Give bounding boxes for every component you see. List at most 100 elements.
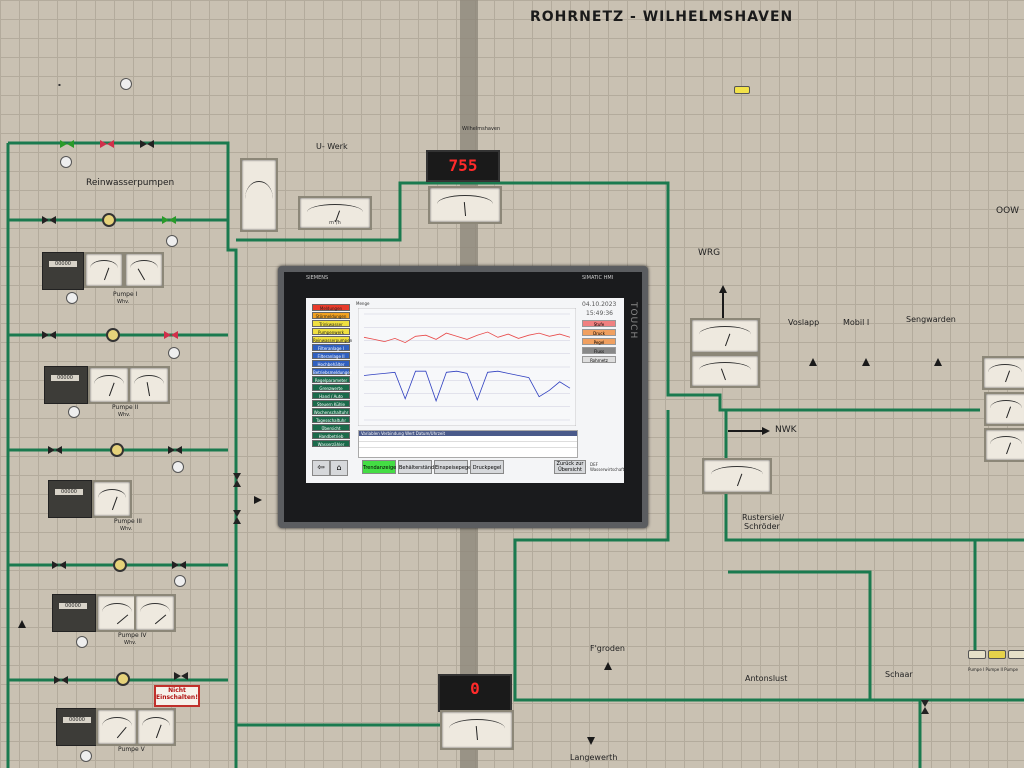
menu-item[interactable]: Übersicht <box>312 424 350 431</box>
label-antonslust: Antonslust <box>745 674 788 683</box>
hmi-date: 04.10.2023 <box>582 301 617 308</box>
switch-knob-top[interactable] <box>120 78 132 90</box>
arrow-mid-right <box>254 496 262 504</box>
switch-knob-row3[interactable] <box>172 461 184 473</box>
right-menu-item[interactable]: Rohrnetz <box>582 356 616 363</box>
menu-item[interactable]: Regelparameter <box>312 376 350 383</box>
menu-item[interactable]: Störmeldungen <box>312 312 350 319</box>
menu-item[interactable]: Steuern Kühle <box>312 400 350 407</box>
arrow-fgroden <box>604 662 612 670</box>
label-pumpe1: Pumpe I <box>113 291 138 298</box>
indicator-lamp-3 <box>1008 650 1024 659</box>
flow-indicator-ring-1 <box>102 213 116 227</box>
menu-item[interactable]: Pumpenwerk <box>312 328 350 335</box>
pipe-mid <box>724 410 1024 542</box>
label-fgroden: F'groden <box>590 644 625 653</box>
btn-trendanzeige[interactable]: Trendanzeige <box>362 460 396 474</box>
switch-knob-pumpe4[interactable] <box>76 636 88 648</box>
switch-knob-pumpe1[interactable] <box>66 292 78 304</box>
menu-item[interactable]: Handbetrieb <box>312 432 350 439</box>
menu-item[interactable]: Hochbehälter <box>312 360 350 367</box>
btn-einspeisepegel[interactable]: Einspeisepegel <box>434 460 473 474</box>
table-row <box>359 448 577 453</box>
meter-right-2 <box>984 392 1024 426</box>
arrow-nwk <box>762 427 770 435</box>
menu-item[interactable]: Hand / Auto <box>312 392 350 399</box>
menu-item[interactable]: Filteranlage II <box>312 352 350 359</box>
menu-item[interactable]: Trinkwasser <box>312 320 350 327</box>
label-pumpe4: Pumpe IV <box>118 632 147 639</box>
label-schaar: Schaar <box>885 670 913 679</box>
label-oow: OOW <box>996 206 1020 216</box>
meter-pumpe1-a <box>84 252 124 288</box>
meter-wilhelmshaven <box>428 186 502 224</box>
switch-knob-row2[interactable] <box>168 347 180 359</box>
right-menu-item[interactable]: Fluss <box>582 347 616 354</box>
menu-item[interactable]: Tagesschaltuhr <box>312 416 350 423</box>
menu-item[interactable]: Wochenschaltuhr <box>312 408 350 415</box>
meter-right-1 <box>982 356 1024 390</box>
switch-knob-1[interactable] <box>60 156 72 168</box>
btn-zurueck[interactable]: Zurück zur Übersicht <box>554 460 586 474</box>
arrow-voslapp <box>809 358 817 366</box>
table-header: Variablen Verbindung Wert Datum/Uhrzeit <box>359 431 577 436</box>
valve-row1[interactable] <box>42 216 56 224</box>
indicator-lamp-1 <box>968 650 986 659</box>
menu-item[interactable]: Filteranlage I <box>312 344 350 351</box>
valve-row2[interactable] <box>42 331 56 339</box>
switch-knob-row1[interactable] <box>166 235 178 247</box>
meter-pumpe2-a <box>88 366 130 404</box>
label-pumpe3-whv: Whv. <box>120 526 133 532</box>
label-nwk: NWK <box>775 425 797 435</box>
btn-druckpegel[interactable]: Druckpegel <box>470 460 504 474</box>
switch-knob-row4[interactable] <box>174 575 186 587</box>
valve-vertical-1[interactable] <box>233 473 241 487</box>
valve-row3-b[interactable] <box>168 446 182 454</box>
label-u-werk: U- Werk <box>316 142 348 151</box>
right-menu-item[interactable]: Stufe <box>582 320 616 327</box>
switch-knob-pumpe2[interactable] <box>68 406 80 418</box>
valve-vertical-3[interactable] <box>921 700 929 714</box>
flow-indicator-ring-5 <box>116 672 130 686</box>
right-menu-item[interactable]: Pegel <box>582 338 616 345</box>
valve-row2-b[interactable] <box>164 331 178 339</box>
btn-behaelterstaende[interactable]: Behälterstände <box>398 460 437 474</box>
meter-pumpe5-a <box>96 708 138 746</box>
valve-row1-b[interactable] <box>162 216 176 224</box>
menu-item[interactable]: Betriebsmeldungen <box>312 368 353 375</box>
table-row <box>359 436 577 442</box>
valve-vertical-2[interactable] <box>233 510 241 524</box>
menu-item[interactable]: Reinwasserpumpen <box>312 336 353 343</box>
switch-knob-pumpe5[interactable] <box>80 750 92 762</box>
valve-1[interactable] <box>140 140 154 148</box>
valve-row5[interactable] <box>54 676 68 684</box>
menu-item[interactable]: Meldungen <box>312 304 350 311</box>
hmi-brand: SIEMENS <box>306 275 329 281</box>
home-icon[interactable]: ⌂ <box>330 460 348 476</box>
arrow-mobil <box>862 358 870 366</box>
valve-row5-b[interactable] <box>174 672 188 680</box>
valve-green-1[interactable] <box>60 140 74 148</box>
right-menu-item[interactable]: Druck <box>582 329 616 336</box>
meter-pumpe4-a <box>96 594 138 632</box>
panel-title: ROHRNETZ - WILHELMSHAVEN <box>530 9 794 25</box>
table-row <box>359 442 577 448</box>
valve-row4-b[interactable] <box>172 561 186 569</box>
label-pumpen-right: Pumpe I Pumpe II Pumpe <box>968 667 1018 672</box>
meter-fgroden <box>440 710 514 750</box>
label-schroder: Schröder <box>744 522 780 531</box>
back-arrow-icon[interactable]: ⇦ <box>312 460 330 476</box>
valve-row4[interactable] <box>52 561 66 569</box>
menu-item[interactable]: Grenzwerte <box>312 384 350 391</box>
arrow-sengwarden <box>934 358 942 366</box>
label-mobil: Mobil I <box>843 318 870 327</box>
menu-item[interactable]: Wasserzähler <box>312 440 350 447</box>
warning-sign-nicht-einschalten: Nicht Einschalten! <box>154 685 200 707</box>
valve-red-1[interactable] <box>100 140 114 148</box>
meter-pumpe5-b <box>136 708 176 746</box>
valve-row3[interactable] <box>48 446 62 454</box>
pipe-bottom <box>236 698 600 727</box>
chart-header: Menge <box>356 301 370 306</box>
